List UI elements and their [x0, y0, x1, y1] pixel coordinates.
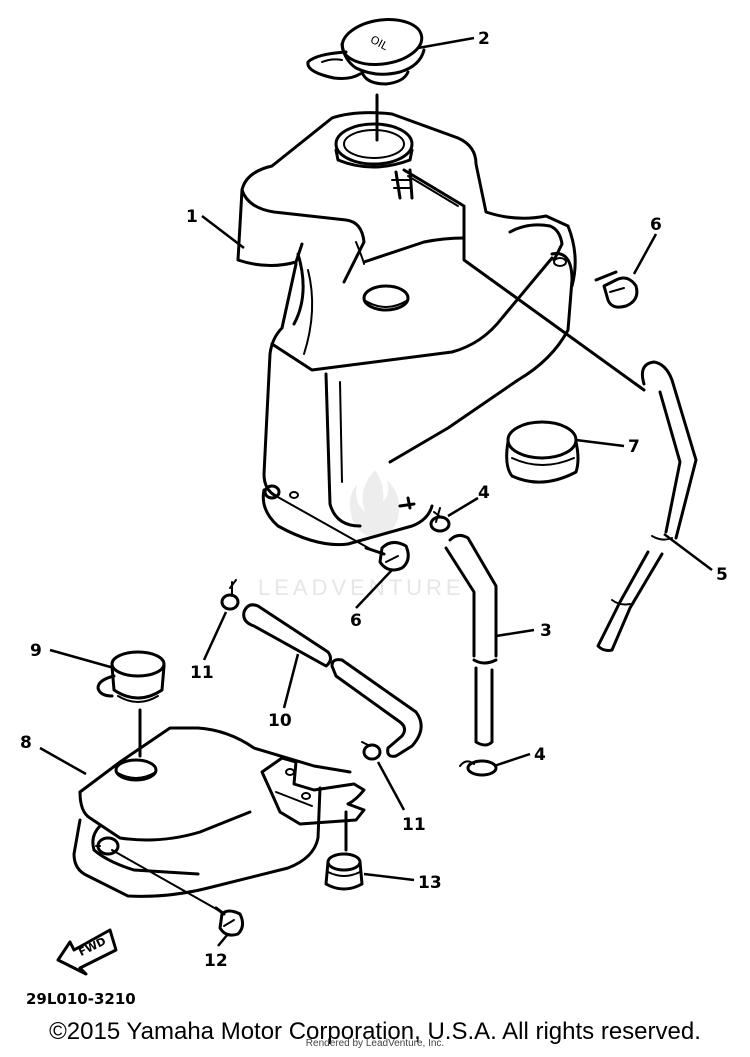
leader-lines — [39, 36, 713, 947]
callout-6: 6 — [650, 215, 662, 235]
callout-4-lower: 4 — [534, 745, 546, 765]
callout-1: 1 — [186, 207, 198, 227]
part-13-grommet — [324, 852, 364, 891]
part-2-tank-cap: OIL — [306, 18, 426, 86]
part-4-clamp-lower — [459, 759, 498, 777]
copyright-notice: ©2015 Yamaha Motor Corporation, U.S.A. A… — [49, 1018, 701, 1045]
watermark-flame-icon — [349, 470, 400, 538]
rendered-by-notice: Rendered by LeadVenture, Inc. — [305, 1038, 445, 1049]
callout-13: 13 — [418, 873, 442, 893]
callout-12: 12 — [204, 951, 228, 971]
callout-11: 11 — [190, 663, 214, 683]
callouts: 2 1 6 7 4 5 6 3 9 11 10 8 4 11 13 12 — [20, 29, 728, 971]
part-8-reservoir-tank — [72, 726, 366, 898]
callout-11-lower: 11 — [402, 815, 426, 835]
assembly-line-bolt — [275, 495, 373, 551]
part-7-grommet — [505, 420, 580, 484]
part-5-breather-hose — [596, 360, 698, 652]
callout-10: 10 — [268, 711, 292, 731]
callout-3: 3 — [540, 621, 552, 641]
part-11-clamp-lower — [361, 741, 382, 761]
watermark: LEADVENTURE — [258, 470, 465, 600]
part-11-clamp-upper — [220, 579, 240, 611]
callout-2: 2 — [478, 29, 490, 49]
callout-6-lower: 6 — [350, 611, 362, 631]
assembly-line-bolt12 — [111, 849, 219, 911]
cap-marking: OIL — [368, 33, 391, 53]
callout-8: 8 — [20, 733, 32, 753]
part-6-bolt-upper — [594, 270, 639, 309]
part-12-bolt — [214, 906, 245, 937]
callout-7: 7 — [628, 437, 640, 457]
fwd-arrow: FWD — [56, 928, 118, 976]
assembly-line-breather — [402, 168, 646, 392]
part-3-hose — [444, 533, 498, 747]
callout-9: 9 — [30, 641, 42, 661]
part-10-hose — [242, 603, 423, 758]
fwd-arrow-icon — [56, 928, 118, 976]
part-6-bolt-lower — [364, 541, 410, 572]
part-1-oil-tank — [236, 111, 577, 547]
diagram-code: 29L010-3210 — [26, 990, 136, 1008]
part-9-reservoir-cap — [96, 650, 166, 703]
watermark-text: LEADVENTURE — [258, 575, 465, 600]
part-4-clamp-upper — [429, 507, 451, 533]
callout-5: 5 — [716, 565, 728, 585]
callout-4: 4 — [478, 483, 490, 503]
